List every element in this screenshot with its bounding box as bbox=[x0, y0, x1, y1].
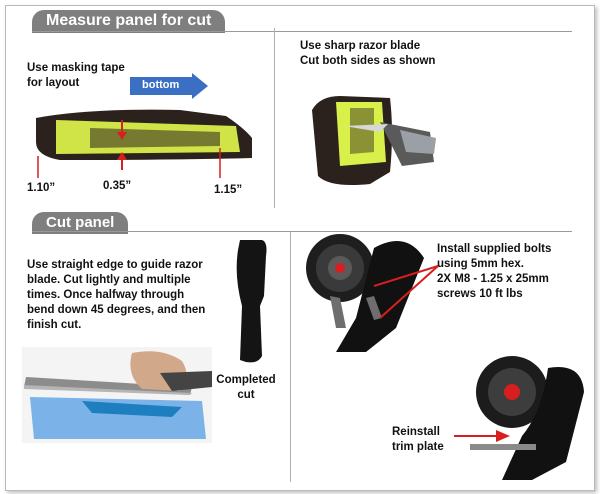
cutting-photo bbox=[22, 347, 212, 443]
bolt-install-line4: screws 10 ft lbs bbox=[437, 288, 523, 300]
dim-right-label: 1.15” bbox=[214, 184, 243, 196]
bolt-install-line3: 2X M8 - 1.25 x 25mm bbox=[437, 273, 549, 285]
cut-instructions-line2: blade. Cut lightly and multiple bbox=[27, 274, 191, 286]
reinstall-line1: Reinstall bbox=[392, 426, 440, 438]
reinstall-line2: trim plate bbox=[392, 441, 444, 453]
cut-instructions: Use straight edge to guide razor blade. … bbox=[27, 258, 237, 333]
trim-plate-arrow bbox=[454, 430, 510, 442]
bottom-divider bbox=[290, 232, 291, 482]
section-tab-measure: Measure panel for cut bbox=[32, 10, 226, 33]
completed-cut-line2: cut bbox=[237, 389, 255, 401]
taped-panel-photo bbox=[36, 109, 252, 178]
cut-instructions-line1: Use straight edge to guide razor bbox=[27, 259, 203, 271]
cut-instructions-line3: times. Once halfway through bbox=[27, 289, 185, 301]
reinstall-note: Reinstall trim plate bbox=[392, 425, 444, 455]
dim-center-label: 0.35” bbox=[103, 180, 132, 192]
section-rule-measure bbox=[32, 31, 572, 32]
cut-instructions-line4: bend down 45 degrees, and then bbox=[27, 304, 206, 316]
bottom-direction-arrow bbox=[130, 73, 208, 99]
bottom-direction-label: bottom bbox=[142, 79, 180, 91]
completed-cut-label: Completed cut bbox=[214, 373, 278, 403]
razor-note-line2: Cut both sides as shown bbox=[300, 55, 436, 67]
top-divider bbox=[274, 28, 275, 208]
trim-plate-photo bbox=[470, 356, 584, 480]
bolt-install-line2: using 5mm hex. bbox=[437, 258, 524, 270]
bolt-install-line1: Install supplied bolts bbox=[437, 243, 552, 255]
page-frame bbox=[5, 5, 595, 491]
bolt-callout-lines bbox=[373, 265, 439, 319]
cut-instructions-line5: finish cut. bbox=[27, 319, 82, 331]
bolt-install-note: Install supplied bolts using 5mm hex. 2X… bbox=[437, 242, 551, 302]
razor-note-line1: Use sharp razor blade bbox=[300, 40, 421, 52]
razor-cut-photo bbox=[312, 96, 436, 185]
razor-note: Use sharp razor blade Cut both sides as … bbox=[300, 39, 435, 69]
completed-cut-photo bbox=[236, 240, 267, 363]
tape-note-text: Use masking tape for layout bbox=[27, 62, 125, 89]
section-rule-cut bbox=[32, 231, 572, 232]
section-tab-cut: Cut panel bbox=[32, 212, 129, 234]
tape-note: Use masking tape for layout bbox=[27, 61, 137, 91]
completed-cut-line1: Completed bbox=[216, 374, 276, 386]
dim-left-label: 1.10” bbox=[27, 182, 56, 194]
bolt-install-photo bbox=[306, 234, 424, 352]
